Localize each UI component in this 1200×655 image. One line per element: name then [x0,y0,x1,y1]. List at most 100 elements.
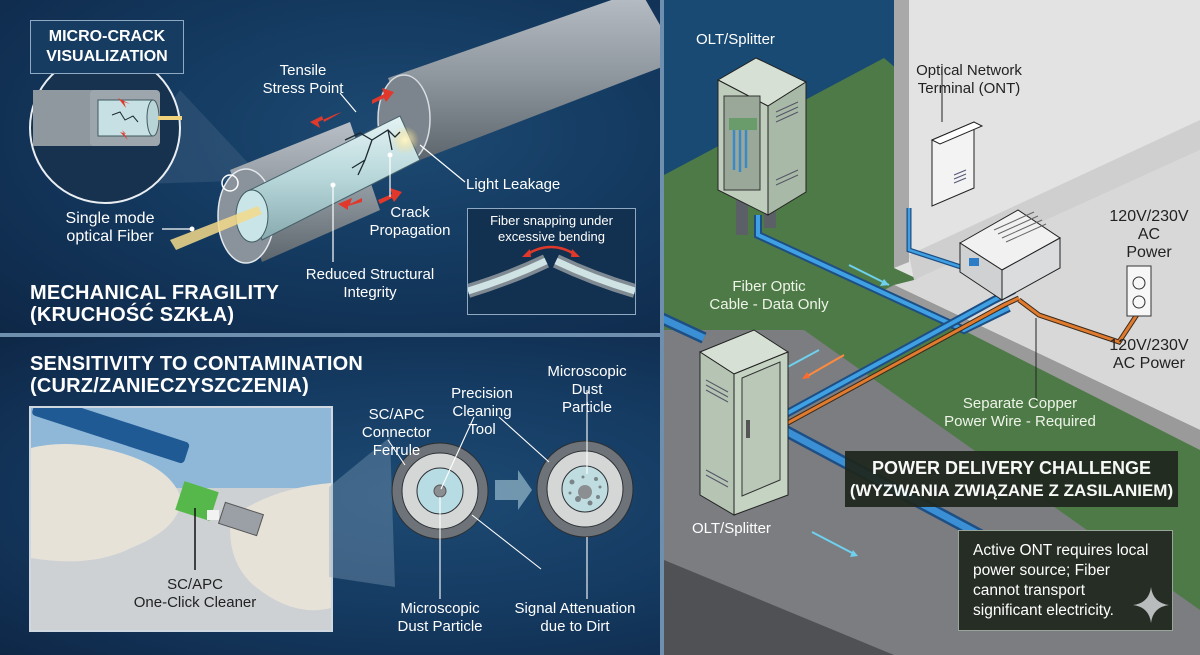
fiber-cable-illustration [29,0,660,264]
light-leakage-label: Light Leakage [466,176,561,193]
dust-top-line3: Particle [561,399,613,416]
ac-bottom-line1: 120V/230V [1109,337,1189,354]
contamination-title-line1: SENSITIVITY TO CONTAMINATION [30,353,364,375]
note-line2: power source; Fiber [973,562,1110,579]
ac-power-bottom-label: 120V/230V AC Power [1104,337,1194,373]
horizontal-divider [0,333,662,337]
floor-ledge [894,150,1200,430]
crack-line1: Crack [390,204,430,221]
bend-caption-line2: excessive bending [498,229,605,244]
micro-crack-title-box: MICRO-CRACK VISUALIZATION [30,20,184,74]
tool-line3: Tool [468,421,496,438]
contamination-title-line2: (CURZ/ZANIECZYSZCZENIA) [30,375,310,397]
crack-line2: Propagation [369,222,451,239]
dust-top-line1: Microscopic [547,363,627,380]
copper-wire-required-label: Separate Copper Power Wire - Required [940,395,1100,431]
precision-cleaning-tool-label: Precision Cleaning Tool [447,385,517,439]
glass-core [221,115,421,243]
ont-line1: Optical Network [916,62,1022,79]
snapped-fiber-icon [468,245,635,298]
tensile-line2: Stress Point [262,80,344,97]
crack-lines [344,129,401,176]
ac-top-line2: AC [1137,226,1161,243]
mechanical-title-line2: (KRUCHOŚĆ SZKŁA) [30,304,235,326]
tensile-stress-label: Tensile Stress Point [248,62,358,98]
power-delivery-panel: OLT/Splitter Optical Network Terminal (O… [664,0,1200,655]
olt-splitter-top-label: OLT/Splitter [696,31,775,48]
micro-crack-title-line1: MICRO-CRACK [48,28,166,45]
magnifier-circle [29,52,182,204]
power-title-line1: POWER DELIVERY CHALLENGE [871,458,1152,478]
single-mode-line1: Single mode [65,210,155,227]
copper-line1: Separate Copper [962,395,1078,412]
connector-ferrule-label: SC/APC Connector Ferrule [354,406,439,460]
ferrule-line1: SC/APC [368,406,425,423]
signal-attenuation-label: Signal Attenuation due to Dirt [505,600,645,636]
note-line1: Active ONT requires local [973,542,1149,559]
fiber-line2: Cable - Data Only [709,296,829,313]
reduced-line1: Reduced Structural [305,266,435,283]
ferrule-dirty [536,440,634,538]
single-mode-line2: optical Fiber [66,228,154,245]
sparkle-icon [1133,587,1169,623]
wall-outlet [1126,265,1152,317]
reduced-integrity-label: Reduced Structural Integrity [295,266,445,302]
road-shadow [664,560,894,655]
bend-caption: Fiber snapping under excessive bending [468,213,635,245]
cleaner-line2: One-Click Cleaner [133,594,257,611]
dust-particle-bottom-label: Microscopic Dust Particle [380,600,500,636]
mechanical-fragility-title: MECHANICAL FRAGILITY (KRUCHOŚĆ SZKŁA) [30,282,279,326]
ac-top-line3: Power [1126,244,1172,261]
stress-arrow-icon [310,112,342,128]
cleaner-line1: SC/APC [167,576,223,593]
network-router-box [959,209,1061,301]
single-mode-fiber-label: Single mode optical Fiber [60,210,160,246]
fiber-bending-inset: Fiber snapping under excessive bending [467,208,636,315]
ferrule-line2: Connector [361,424,432,441]
ont-line2: Terminal (ONT) [917,80,1021,97]
tool-line1: Precision [451,385,513,402]
stress-arrow-icon [338,198,362,210]
attenuation-line1: Signal Attenuation [514,600,636,617]
cleaning-photo: SC/APC One-Click Cleaner [29,406,333,632]
fiber-line1: Fiber Optic [732,278,806,295]
ferrule-diagram [329,390,634,599]
dust-top-line2: Dust [571,381,603,398]
tool-line2: Cleaning [452,403,512,420]
dust-bottom-line2: Dust Particle [397,618,483,635]
light-beam [170,206,262,250]
attenuation-line2: due to Dirt [540,618,610,635]
power-note-text: Active ONT requires local power source; … [973,541,1163,621]
flow-arrow-icon [802,372,810,379]
olt-splitter-bottom-label: OLT/Splitter [692,520,771,537]
ont-device [930,66,984,207]
fiber-data-only-label: Fiber Optic Cable - Data Only [704,278,834,314]
contamination-title: SENSITIVITY TO CONTAMINATION (CURZ/ZANIE… [30,353,363,397]
light-leak-glow [391,126,419,154]
reduced-line2: Integrity [343,284,397,301]
ac-top-line1: 120V/230V [1109,208,1189,225]
note-line3: cannot transport [973,582,1086,599]
ac-power-top-label: 120V/230V AC Power [1104,208,1194,262]
copper-power-wire [782,295,1147,428]
power-delivery-scene [664,0,1200,655]
stress-arrow-icon [372,88,394,104]
one-click-cleaner-label: SC/APC One-Click Cleaner [111,576,279,612]
dust-particle-top-label: Microscopic Dust Particle [537,363,637,417]
vertical-divider [660,0,664,655]
ont-label: Optical Network Terminal (ONT) [904,62,1034,98]
tensile-line1: Tensile [279,62,327,79]
flow-arrow-icon [850,550,858,557]
wall-edge [894,0,909,268]
ferrule-line3: Ferrule [372,442,421,459]
bend-caption-line1: Fiber snapping under [490,213,613,228]
dust-particles [568,475,602,506]
flow-arrow-icon [880,279,889,286]
olt-cabinet-bottom [698,329,790,516]
micro-crack-title-line2: VISUALIZATION [46,48,168,65]
ferrule-clean [391,442,489,540]
ferrule-leaders [387,390,588,599]
olt-cabinet-top [716,57,808,235]
note-line4: significant electricity. [973,602,1114,619]
